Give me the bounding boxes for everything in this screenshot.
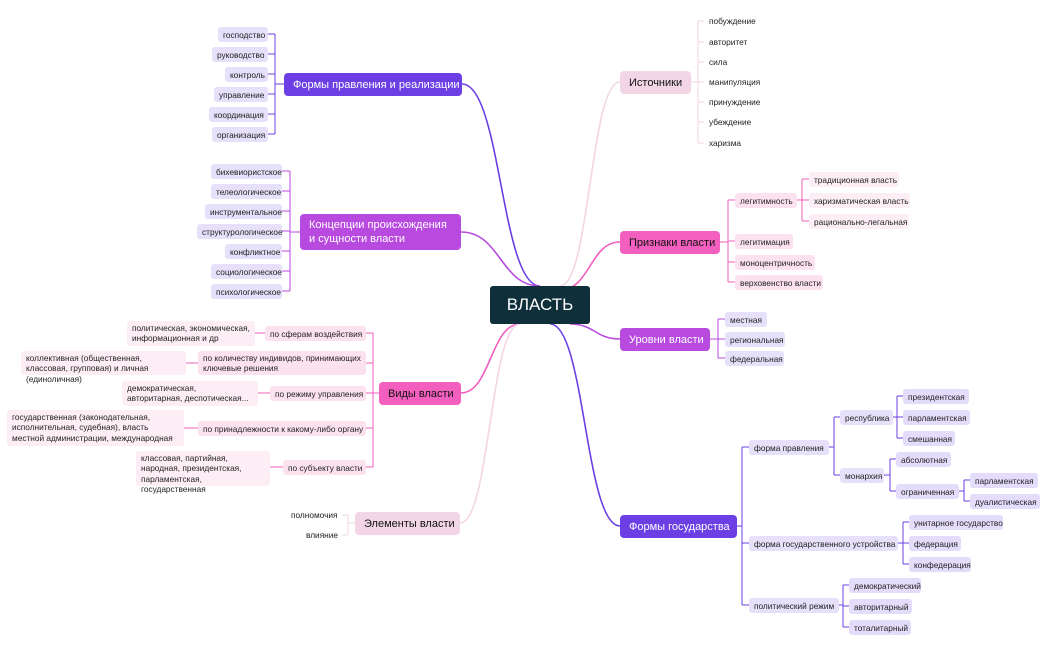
types-group-label[interactable]: по количеству индивидов, принимающих клю… [198, 351, 366, 375]
branch-types[interactable]: Виды власти [379, 382, 461, 405]
types-group-desc[interactable]: коллективная (общественная, классовая, г… [21, 351, 186, 384]
state-regime[interactable]: политический режим [749, 598, 839, 613]
elements-item[interactable]: влияние [306, 530, 339, 540]
forms-rule-item[interactable]: координация [209, 107, 268, 122]
signs-item[interactable]: легитимация [735, 234, 793, 249]
state-monarchy[interactable]: монархия [840, 468, 884, 483]
types-group-label[interactable]: по принадлежности к какому-либо органу [198, 421, 366, 436]
elements-item[interactable]: полномочия [291, 510, 338, 520]
branch-levels[interactable]: Уровни власти [620, 328, 710, 351]
types-group-label[interactable]: по сферам воздействия [265, 326, 366, 341]
types-group-desc[interactable]: государственная (законодательная, исполн… [7, 410, 184, 446]
signs-item[interactable]: моноцентричность [735, 255, 815, 270]
types-group-label[interactable]: по субъекту власти [283, 460, 366, 475]
concepts-item[interactable]: структурологическое [197, 224, 283, 239]
branch-state-forms[interactable]: Формы государства [620, 515, 737, 538]
republic-item[interactable]: парламентская [903, 410, 970, 425]
state-structure[interactable]: форма государственного устройства [749, 536, 898, 551]
sources-item[interactable]: побуждение [709, 16, 756, 26]
forms-rule-item[interactable]: управление [214, 87, 268, 102]
sources-item[interactable]: убеждение [709, 117, 752, 127]
types-group-label[interactable]: по режиму управления [270, 386, 366, 401]
signs-item[interactable]: верховенство власти [735, 275, 823, 290]
forms-rule-item[interactable]: организация [212, 127, 268, 142]
concepts-item[interactable]: конфликтное [225, 244, 282, 259]
limited-item[interactable]: парламентская [970, 473, 1038, 488]
republic-item[interactable]: президентская [903, 389, 969, 404]
sources-item[interactable]: авторитет [709, 37, 748, 47]
forms-rule-item[interactable]: господство [218, 27, 268, 42]
structure-item[interactable]: унитарное государство [909, 515, 1003, 530]
concepts-item[interactable]: телеологическое [211, 184, 282, 199]
structure-item[interactable]: конфедерация [909, 557, 971, 572]
sources-item[interactable]: принуждение [709, 97, 761, 107]
structure-item[interactable]: федерация [909, 536, 961, 551]
root-node[interactable]: ВЛАСТЬ [490, 286, 590, 324]
branch-signs[interactable]: Признаки власти [620, 231, 720, 254]
concepts-item[interactable]: социологическое [211, 264, 282, 279]
forms-rule-item[interactable]: контроль [225, 67, 268, 82]
regime-item[interactable]: тоталитарный [849, 620, 911, 635]
republic-item[interactable]: смешанная [903, 431, 955, 446]
sources-item[interactable]: сила [709, 57, 728, 67]
concepts-item[interactable]: инструментальное [205, 204, 282, 219]
legitimacy-item[interactable]: традиционная власть [809, 172, 899, 187]
branch-concepts[interactable]: Концепции происхождения и сущности власт… [300, 214, 461, 250]
regime-item[interactable]: демократический [849, 578, 921, 593]
concepts-item[interactable]: бихевиористское [211, 164, 282, 179]
forms-rule-item[interactable]: руководство [212, 47, 268, 62]
limited-item[interactable]: дуалистическая [970, 494, 1040, 509]
levels-item[interactable]: федеральная [725, 351, 784, 366]
branch-forms-rule[interactable]: Формы правления и реализации [284, 73, 462, 96]
state-government[interactable]: форма правления [749, 440, 829, 455]
monarchy-absolute[interactable]: абсолютная [896, 452, 951, 467]
levels-item[interactable]: местная [725, 312, 767, 327]
branch-elements[interactable]: Элементы власти [355, 512, 460, 535]
branch-sources[interactable]: Источники [620, 71, 691, 94]
types-group-desc[interactable]: классовая, партийная, народная, президен… [136, 451, 270, 494]
legitimacy-item[interactable]: рационально-легальная [809, 214, 909, 229]
state-republic[interactable]: республика [840, 410, 893, 425]
types-group-desc[interactable]: политическая, экономическая, информацион… [127, 321, 255, 346]
levels-item[interactable]: региональная [725, 332, 785, 347]
concepts-item[interactable]: психологическое [211, 284, 282, 299]
sources-item[interactable]: манипуляция [709, 77, 761, 87]
monarchy-limited[interactable]: ограниченная [896, 484, 959, 499]
legitimacy-item[interactable]: харизматическая власть [809, 193, 910, 208]
sources-item[interactable]: харизма [709, 138, 742, 148]
types-group-desc[interactable]: демократическая, авторитарная, деспотиче… [122, 381, 258, 406]
signs-legitimacy[interactable]: легитимность [735, 193, 797, 208]
regime-item[interactable]: авторитарный [849, 599, 912, 614]
